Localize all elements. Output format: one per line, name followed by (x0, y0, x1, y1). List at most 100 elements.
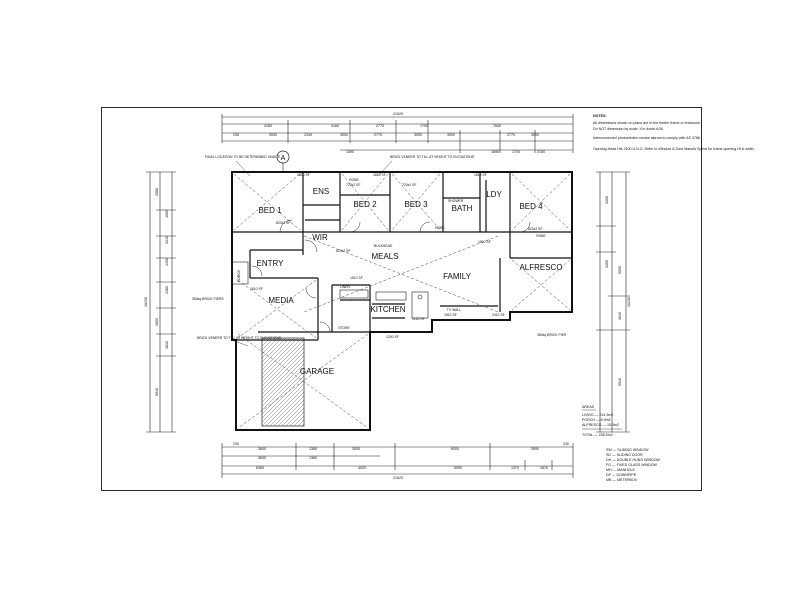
svg-text:3340: 3340 (165, 236, 169, 244)
room-labels: BED 1 BED 2 BED 3 BED 4 ENS WIR BATH LDY… (237, 178, 563, 376)
bottom-overall-dim: 21620 (393, 476, 403, 480)
room-media: MEDIA (268, 296, 294, 305)
kitchen-fixtures (339, 289, 429, 319)
svg-text:2380: 2380 (165, 286, 169, 294)
room-store: STORE (338, 326, 350, 330)
room-robe-bed3: ROBE (435, 226, 445, 230)
svg-text:3800: 3800 (155, 318, 159, 326)
garage-slab-hatch (261, 337, 305, 427)
svg-text:1870: 1870 (540, 466, 548, 470)
bulkhead-label: BULKHEAD (374, 244, 393, 248)
legend-item: SD — SLIDING DOOR (606, 453, 643, 457)
svg-text:3600: 3600 (258, 447, 266, 451)
right-dimensions (596, 171, 630, 433)
dim: 3000 (531, 133, 539, 137)
window-code: 1510 SF (478, 240, 491, 244)
room-bed-4: BED 4 (519, 202, 543, 211)
window-code: 720x2 SF (346, 183, 361, 187)
svg-text:3350: 3350 (605, 260, 609, 268)
svg-text:3000: 3000 (352, 447, 360, 451)
brick-pier-note: 350sq BRICK PIER (537, 333, 567, 337)
room-ens: ENS (313, 187, 329, 196)
dim: 1750 (420, 124, 428, 128)
svg-text:1360: 1360 (309, 456, 317, 460)
svg-text:230: 230 (563, 442, 569, 446)
svg-text:5940: 5940 (618, 378, 622, 386)
svg-text:5050: 5050 (454, 466, 462, 470)
brick-piers-note: 350sq BRICK PIERS (192, 297, 224, 301)
room-family: FAMILY (443, 272, 472, 281)
top-dims-row4: 1390 1690 1700 2150 (346, 150, 545, 154)
legend-item: FG — FIXED GLASS WINDOW (606, 463, 658, 467)
window-code: 2120 SF (412, 317, 425, 321)
left-dimensions (146, 171, 176, 433)
room-linen: LINEN (340, 285, 351, 289)
area-alfresco: ALFRESCO — 15.3m2 (582, 423, 619, 427)
bottom-dims-row1: 230 3600 1360 3000 6000 3590 230 (233, 442, 569, 451)
shower-label: SHOWER (448, 199, 464, 203)
note-item: Opening Head Hts 2100 U.N.O. Refer to Wi… (593, 147, 755, 151)
legend-item: MH — MANHOLE (606, 468, 636, 472)
room-bath: BATH (452, 204, 473, 213)
right-overall-dim: 16230 (627, 297, 631, 307)
legend-item: DH — DOUBLE HUNG WINDOW (606, 458, 661, 462)
dim: 2340 (304, 133, 312, 137)
area-porch: PORCH — 6.9m2 (582, 418, 611, 422)
svg-text:3390: 3390 (605, 196, 609, 204)
notes-title: NOTES: (593, 114, 607, 118)
window-code: 1200 SF (386, 335, 399, 339)
note-item: All dimensions shown on plans are to the… (593, 121, 701, 125)
room-ldy: LDY (486, 190, 502, 199)
window-code: 1810 SF (373, 173, 386, 177)
room-bed-2: BED 2 (353, 200, 377, 209)
porch-area (231, 261, 249, 285)
brick-veneer-note-left: BRICK VENEER TO TILL AT HEIGHT TO ELEVAT… (197, 336, 282, 340)
left-dim-labels: 2880 4000 3340 1450 2380 3800 1810 5940 (155, 188, 169, 396)
svg-text:6360: 6360 (256, 466, 264, 470)
tv-wall-label: TV WALL (447, 308, 461, 312)
window-code: 1810 SF (297, 173, 310, 177)
dim: 1690 (491, 150, 499, 154)
svg-text:1810: 1810 (165, 341, 169, 349)
left-overall-dim: 16230 (144, 297, 148, 307)
dim: 2770 (376, 124, 384, 128)
note-item: Interconnected photoelectric smoke alarm… (593, 136, 700, 140)
dim: 3930 (269, 133, 277, 137)
room-alfresco: ALFRESCO (519, 263, 562, 272)
dim: 3000 (414, 133, 422, 137)
room-bed-3: BED 3 (404, 200, 428, 209)
legend-item: SW — SLIDING WINDOW (606, 448, 649, 452)
window-code: 820x2 SF (336, 249, 351, 253)
legend-block: SW — SLIDING WINDOW SD — SLIDING DOOR DH… (606, 448, 661, 482)
room-wir: WIR (312, 233, 328, 242)
dim: 1390 (346, 150, 354, 154)
window-code: 1810 SF (250, 287, 263, 291)
room-robe-bed2: ROBE (349, 178, 359, 182)
annotations: FINAL LOCATION TO BE DETERMINED ONSITE B… (192, 155, 567, 347)
room-robe-bed4: ROBE (536, 234, 546, 238)
area-living: LIVING — 214.3m2 (582, 413, 613, 417)
svg-text:3590: 3590 (531, 447, 539, 451)
svg-text:1360: 1360 (309, 447, 317, 451)
areas-block: AREAS LIVING — 214.3m2 PORCH — 6.9m2 ALF… (582, 405, 622, 437)
room-bed-1: BED 1 (258, 206, 282, 215)
dim: 2770 (507, 133, 515, 137)
bottom-dims-row3: 6360 4020 5050 1370 1870 (256, 466, 548, 470)
top-dimensions (221, 114, 574, 153)
room-kitchen: KITCHEN (370, 305, 405, 314)
dim: 1700 (512, 150, 520, 154)
window-codes: 1810 SF 720x2 SF 1810 SF 720x2 SF 1810 S… (250, 173, 543, 339)
svg-text:4000: 4000 (165, 210, 169, 218)
room-entry: ENTRY (257, 259, 285, 268)
svg-text:1450: 1450 (165, 258, 169, 266)
dim: 2150 (537, 150, 545, 154)
dim: 3000 (447, 133, 455, 137)
area-total: TOTAL — 236.5m2 (582, 433, 613, 437)
svg-text:A: A (281, 155, 286, 162)
svg-text:1370: 1370 (511, 466, 519, 470)
top-dims-row2: 4160 4160 2770 1750 7840 (264, 124, 501, 128)
top-dims-row3: 230 3930 2340 3000 2770 3000 3000 2770 3… (233, 133, 539, 137)
note-item: Do NOT dimension by scale, if in doubt A… (593, 127, 664, 131)
window-code: 1510 SF (350, 276, 363, 280)
